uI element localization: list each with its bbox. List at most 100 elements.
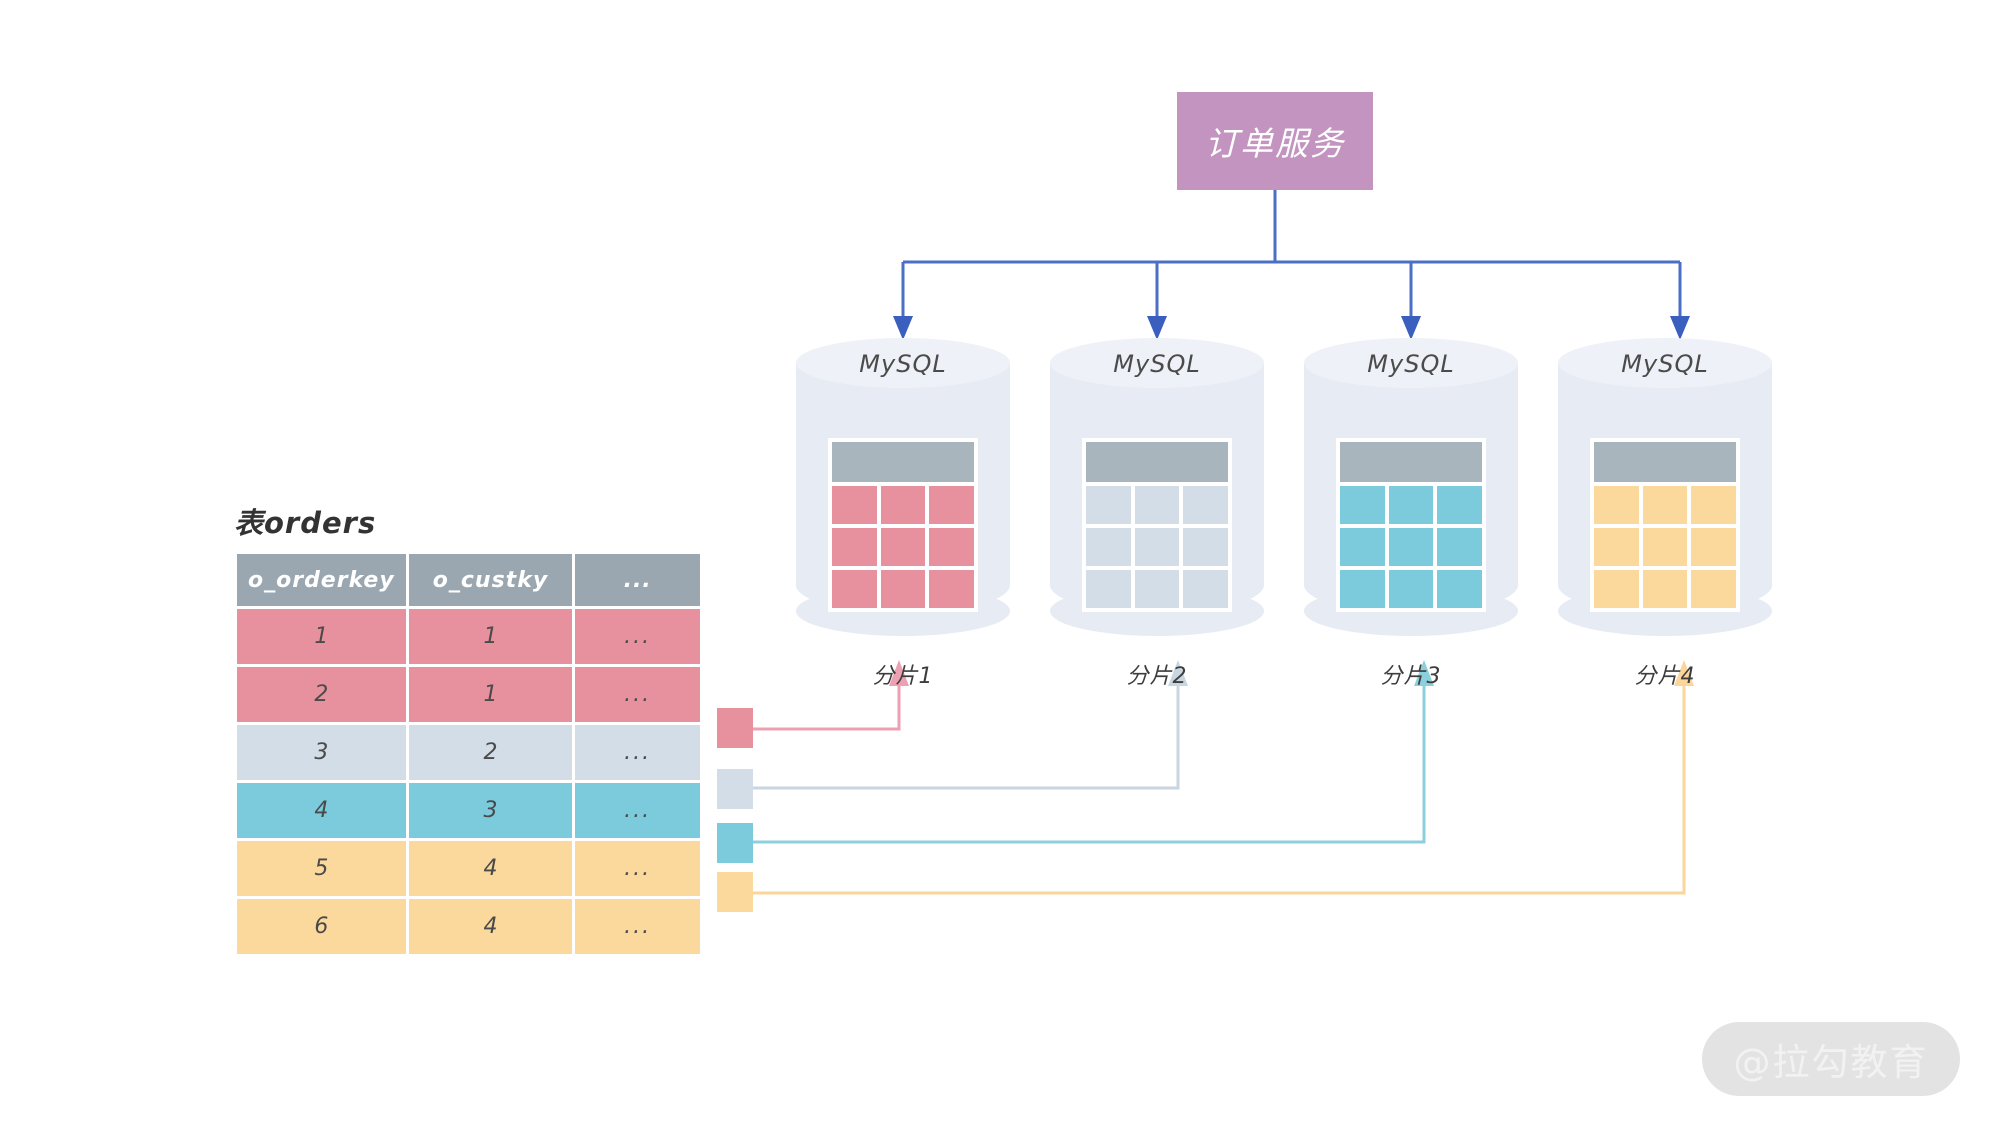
mini-cell xyxy=(1437,486,1483,524)
mini-cell xyxy=(1183,570,1229,608)
order-service-box[interactable]: 订单服务 xyxy=(1177,92,1373,190)
shard-label-3: 分片3 xyxy=(1380,664,1442,689)
shard-mini-table xyxy=(1590,438,1740,612)
watermark-badge: @拉勾教育 xyxy=(1702,1022,1960,1096)
cell-more: ... xyxy=(575,667,700,722)
mini-cell xyxy=(880,486,926,524)
mini-cell xyxy=(1594,486,1639,524)
mysql-label: MySQL xyxy=(1113,350,1201,378)
mysql-label: MySQL xyxy=(1367,350,1455,378)
cell-custkey: 1 xyxy=(408,667,573,722)
cell-more: ... xyxy=(575,841,700,896)
mini-cell xyxy=(1437,570,1483,608)
mini-cell xyxy=(1388,528,1434,566)
mini-table-header xyxy=(1340,442,1482,482)
mini-cell xyxy=(832,570,877,608)
mysql-label: MySQL xyxy=(1621,350,1709,378)
cell-more: ... xyxy=(575,609,700,664)
column-header-more: ... xyxy=(575,554,700,606)
cell-more: ... xyxy=(575,725,700,780)
mini-cell xyxy=(880,570,926,608)
shard-label-4: 分片4 xyxy=(1634,664,1696,689)
cell-custkey: 3 xyxy=(408,783,573,838)
service-to-shard-tree xyxy=(893,190,1690,340)
mini-cell xyxy=(1691,486,1737,524)
watermark-text: @拉勾教育 xyxy=(1733,1041,1929,1084)
mini-cell xyxy=(1388,486,1434,524)
mini-table-row xyxy=(1086,570,1229,608)
mini-cell xyxy=(1086,570,1131,608)
mini-table-row xyxy=(1340,528,1483,566)
mini-cell xyxy=(1691,528,1737,566)
mini-cell xyxy=(1340,570,1385,608)
orders-table-title: 表orders xyxy=(234,506,377,540)
mini-cell xyxy=(1642,528,1688,566)
mysql-label: MySQL xyxy=(859,350,947,378)
mini-cell xyxy=(1183,486,1229,524)
shard-routing-lines xyxy=(753,660,1694,895)
mini-table-header xyxy=(832,442,974,482)
mini-cell xyxy=(929,570,975,608)
legend-swatch-shard-1[interactable] xyxy=(717,708,753,748)
mini-cell xyxy=(1437,528,1483,566)
column-header-orderkey: o_orderkey xyxy=(237,554,406,606)
mini-table-row xyxy=(1086,486,1229,524)
mini-cell xyxy=(832,486,877,524)
mini-cell xyxy=(1086,528,1131,566)
mini-cell xyxy=(832,528,877,566)
cell-custkey: 4 xyxy=(408,899,573,954)
mini-cell xyxy=(929,486,975,524)
mini-table-row xyxy=(832,528,975,566)
shard-mini-table xyxy=(1336,438,1486,612)
order-service-label: 订单服务 xyxy=(1205,124,1345,163)
mini-cell xyxy=(1134,570,1180,608)
mini-cell xyxy=(1388,570,1434,608)
mini-table-header xyxy=(1594,442,1736,482)
legend-swatch-shard-4[interactable] xyxy=(717,872,753,912)
orders-table-header-row: o_orderkey o_custky ... xyxy=(237,554,700,606)
mini-cell xyxy=(1134,486,1180,524)
mini-cell xyxy=(1340,528,1385,566)
mini-cell xyxy=(1340,486,1385,524)
mini-table-row xyxy=(832,486,975,524)
shard-cylinder-3[interactable]: MySQL xyxy=(1304,338,1518,636)
cell-orderkey: 3 xyxy=(237,725,406,780)
mini-cell xyxy=(1642,570,1688,608)
mini-cell xyxy=(1594,570,1639,608)
mini-cell xyxy=(1183,528,1229,566)
shard-cylinder-4[interactable]: MySQL xyxy=(1558,338,1772,636)
shard-cylinder-2[interactable]: MySQL xyxy=(1050,338,1264,636)
shard-label-1: 分片1 xyxy=(872,664,934,689)
mini-table-row xyxy=(1594,486,1737,524)
cylinder-top-ellipse xyxy=(1050,338,1264,388)
mini-table-header xyxy=(1086,442,1228,482)
mini-cell xyxy=(880,528,926,566)
shard-mini-table xyxy=(1082,438,1232,612)
mini-table-row xyxy=(1340,570,1483,608)
shard-mini-table xyxy=(828,438,978,612)
mini-cell xyxy=(1642,486,1688,524)
cell-orderkey: 4 xyxy=(237,783,406,838)
mini-cell xyxy=(929,528,975,566)
shard-cylinder-1[interactable]: MySQL xyxy=(796,338,1010,636)
cylinder-top-ellipse xyxy=(796,338,1010,388)
legend-swatch-shard-2[interactable] xyxy=(717,769,753,809)
mini-table-row xyxy=(1594,570,1737,608)
cell-orderkey: 2 xyxy=(237,667,406,722)
column-header-custkey: o_custky xyxy=(408,554,573,606)
cell-orderkey: 6 xyxy=(237,899,406,954)
legend-swatch-shard-3[interactable] xyxy=(717,823,753,863)
cell-custkey: 1 xyxy=(408,609,573,664)
mini-table-row xyxy=(1086,528,1229,566)
mini-table-row xyxy=(1594,528,1737,566)
cell-more: ... xyxy=(575,899,700,954)
